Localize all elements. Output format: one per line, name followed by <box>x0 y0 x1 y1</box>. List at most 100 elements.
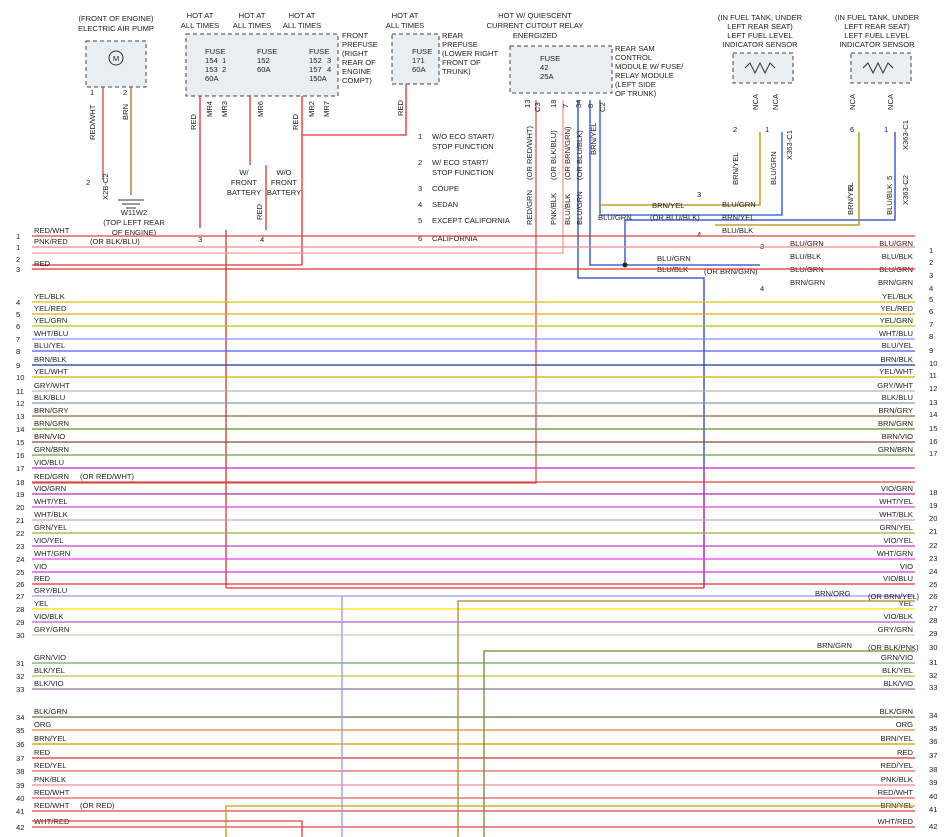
svg-text:INDICATOR SENSOR: INDICATOR SENSOR <box>839 40 915 49</box>
air-pump-component: M (FRONT OF ENGINE) ELECTRIC AIR PUMP <box>78 14 154 88</box>
row-left-label: GRN/BRN <box>34 445 69 454</box>
svg-text:171: 171 <box>412 56 425 65</box>
row-right-label: YEL <box>899 599 913 608</box>
svg-text:X363-C2: X363-C2 <box>901 175 910 205</box>
row-number: 23 <box>16 542 24 551</box>
row-left-label: WHT/GRN <box>34 549 70 558</box>
row-number: 34 <box>16 713 24 722</box>
svg-text:8: 8 <box>586 104 595 108</box>
svg-text:BLU/BLK: BLU/BLK <box>882 252 913 261</box>
right-row-number: 31 <box>929 658 937 667</box>
svg-text:MR7: MR7 <box>322 101 331 117</box>
svg-text:HOT AT: HOT AT <box>239 11 266 20</box>
fuse-b: FUSE 152 60A <box>257 47 277 74</box>
svg-text:4: 4 <box>760 284 764 293</box>
fuel-sensor-pins: NCA NCA 2 1 X363-C1 BRN/YEL BLU/GRN NCA … <box>731 93 910 215</box>
right-row-number: 37 <box>929 751 937 760</box>
front-prefuse-label: FRONT PREFUSE (RIGHT REAR OF ENGINE COMP… <box>342 31 378 85</box>
row-right-label: BLK/GRN <box>880 707 913 716</box>
row-note: (OR BLK/BLU) <box>90 237 140 246</box>
svg-text:5: 5 <box>885 176 894 180</box>
svg-text:REAR: REAR <box>442 31 464 40</box>
svg-text:CALIFORNIA: CALIFORNIA <box>432 234 479 243</box>
row-number: 20 <box>16 503 24 512</box>
svg-text:FRONT: FRONT <box>342 31 369 40</box>
row-number: 28 <box>16 605 24 614</box>
right-row-number: 41 <box>929 805 937 814</box>
svg-text:HOT W/ QUIESCENT: HOT W/ QUIESCENT <box>498 11 572 20</box>
svg-text:BLU/GRN: BLU/GRN <box>657 254 691 263</box>
svg-text:X2B-C2: X2B-C2 <box>101 173 110 200</box>
svg-text:FRONT OF: FRONT OF <box>442 58 481 67</box>
svg-text:RED: RED <box>396 99 405 116</box>
svg-text:(IN FUEL TANK, UNDER: (IN FUEL TANK, UNDER <box>835 13 920 22</box>
ground-symbol <box>118 199 144 209</box>
row-number: 40 <box>16 794 24 803</box>
svg-text:BRN/YEL: BRN/YEL <box>652 201 685 210</box>
row-right-label: GRN/BRN <box>878 445 913 454</box>
svg-text:FRONT: FRONT <box>231 178 258 187</box>
svg-text:4: 4 <box>327 65 331 74</box>
row-right-label: WHT/BLK <box>879 510 913 519</box>
row-number: 37 <box>16 754 24 763</box>
svg-text:FRONT: FRONT <box>271 178 298 187</box>
right-row-number: 5 <box>929 295 933 304</box>
right-row-number: 17 <box>929 449 937 458</box>
rear-sam-label: REAR SAM CONTROL MODULE W/ FUSE/ RELAY M… <box>615 44 684 98</box>
row-number: 11 <box>16 387 24 396</box>
splice-dot <box>622 262 628 268</box>
right-row-number: 21 <box>929 527 937 536</box>
right-row-number: 38 <box>929 765 937 774</box>
svg-text:2: 2 <box>86 178 90 187</box>
row-right-label: RED/WHT <box>878 788 914 797</box>
fuel-sensor-2-label: (IN FUEL TANK, UNDER LEFT REAR SEAT) LEF… <box>835 13 920 49</box>
svg-text:153: 153 <box>205 65 218 74</box>
svg-text:BLU/GRN: BLU/GRN <box>722 200 756 209</box>
svg-text:(LEFT SIDE: (LEFT SIDE <box>615 80 656 89</box>
svg-text:MR2: MR2 <box>307 101 316 117</box>
svg-text:BLU/GRN: BLU/GRN <box>575 191 584 225</box>
svg-text:2: 2 <box>123 88 127 97</box>
vertical-wire <box>32 820 303 837</box>
svg-text:60A: 60A <box>257 65 271 74</box>
row-right-label: RED <box>897 748 914 757</box>
row-left-label: RED <box>34 748 51 757</box>
svg-text:BRN/GRN: BRN/GRN <box>817 641 852 650</box>
row-number: 5 <box>16 310 20 319</box>
svg-text:EXCEPT CALIFORNIA: EXCEPT CALIFORNIA <box>432 216 511 225</box>
row-right-label: RED/YEL <box>881 761 914 770</box>
svg-text:PREFUSE: PREFUSE <box>442 40 478 49</box>
svg-text:4: 4 <box>418 200 422 209</box>
hot-at-all-times-4: HOT AT ALL TIMES <box>386 11 424 30</box>
sam-pins: 13 C3 18 7 34 8 C2 RED/GRN (OR RED/WHT) … <box>523 100 607 225</box>
right-row-number: 42 <box>929 822 937 831</box>
svg-text:BLU/BLK: BLU/BLK <box>885 184 894 215</box>
row-number: 36 <box>16 740 24 749</box>
row-number: 22 <box>16 529 24 538</box>
row-number: 10 <box>16 373 24 382</box>
svg-text:1: 1 <box>884 125 888 134</box>
svg-text:OF TRUNK): OF TRUNK) <box>615 89 657 98</box>
svg-text:BLU/GRN: BLU/GRN <box>598 213 632 222</box>
row-left-label: GRN/VIO <box>34 653 66 662</box>
hot-at-all-times-2: HOT AT ALL TIMES <box>233 11 271 30</box>
row-left-label: WHT/BLK <box>34 510 68 519</box>
row-left-label: BLK/YEL <box>34 666 65 675</box>
right-row-number: 9 <box>929 346 933 355</box>
row-right-label: YEL/RED <box>881 304 914 313</box>
row-right-label: WHT/YEL <box>879 497 913 506</box>
row-left-label: RED <box>34 574 51 583</box>
right-row-number: 27 <box>929 604 937 613</box>
row-number: 3 <box>16 265 20 274</box>
